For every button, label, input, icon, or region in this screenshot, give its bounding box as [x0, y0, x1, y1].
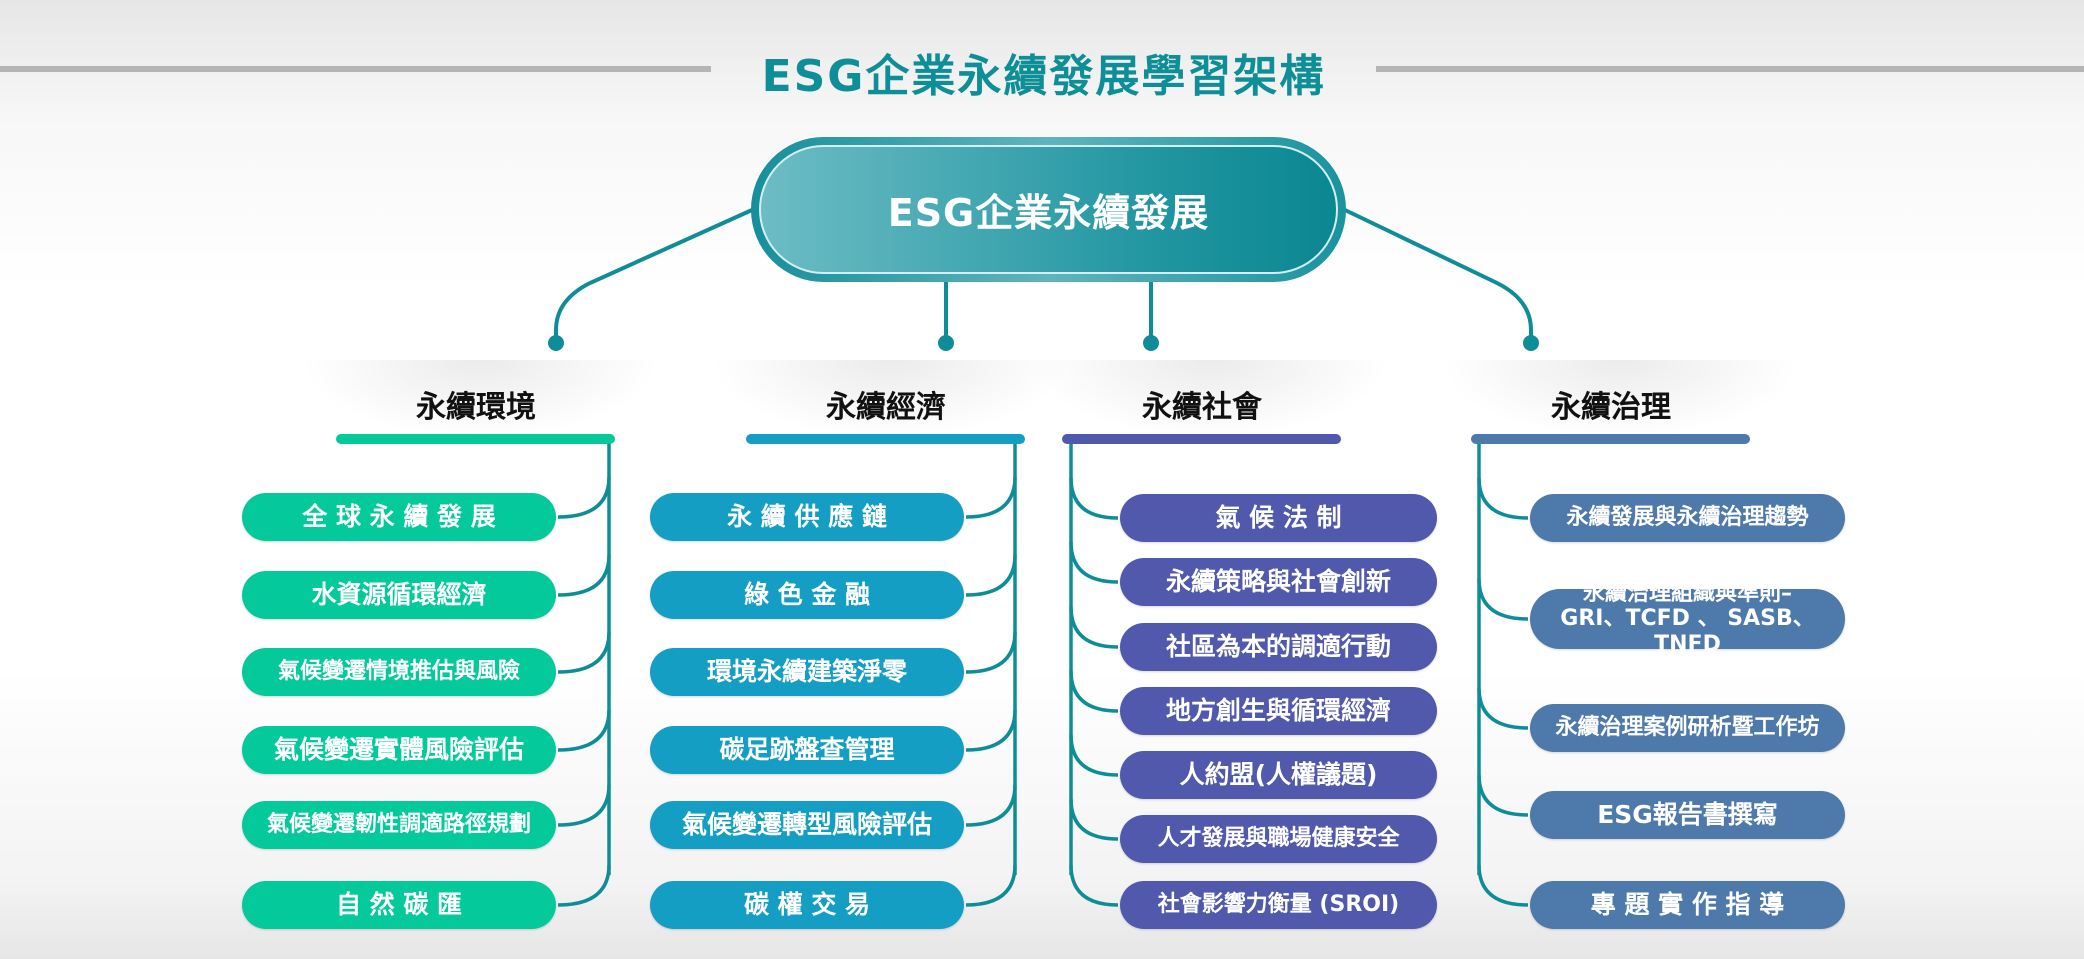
- branch-connector: [557, 631, 611, 674]
- bar-governance: [1471, 434, 1750, 444]
- topic-governance-item: 永續治理案例研析暨工作坊: [1530, 704, 1845, 752]
- branch-connector: [965, 554, 1017, 597]
- heading-shadow: [1440, 360, 1800, 440]
- branch-connector: [965, 784, 1017, 827]
- branch-connector: [557, 709, 611, 752]
- bar-economy: [746, 434, 1025, 444]
- connector-governance: [1344, 208, 1533, 343]
- branch-connector: [557, 784, 611, 827]
- branch-connector: [1069, 541, 1119, 584]
- heading-society: 永續社會: [1142, 390, 1262, 425]
- topic-economy-item: 碳足跡盤查管理: [650, 726, 964, 774]
- central-node-label: ESG企業永續發展: [759, 145, 1338, 274]
- branch-connector: [965, 631, 1017, 674]
- heading-governance: 永續治理: [1551, 390, 1671, 425]
- topic-economy-item: 氣候變遷轉型風險評估: [650, 801, 964, 849]
- node-dot: [938, 335, 954, 351]
- node-dot: [1523, 335, 1539, 351]
- topic-governance-item: ESG報告書撰寫: [1530, 791, 1845, 839]
- heading-shadow: [300, 360, 660, 440]
- heading-shadow: [710, 360, 1070, 440]
- branch-connector: [1069, 864, 1119, 907]
- bar-society: [1062, 434, 1341, 444]
- branch-connector: [965, 709, 1017, 752]
- branch-connector: [965, 864, 1017, 907]
- topic-society-item: 社區為本的調適行動: [1120, 623, 1437, 671]
- topic-society-item: 社會影響力衡量 (SROI): [1120, 881, 1437, 929]
- topic-society-item: 人才發展與職場健康安全: [1120, 815, 1437, 863]
- branch-connector: [1069, 670, 1119, 713]
- node-dot: [1143, 335, 1159, 351]
- heading-environment: 永續環境: [416, 390, 536, 425]
- page-title: ESG企業永續發展學習架構: [761, 51, 1326, 102]
- topic-environment-item: 水資源循環經濟: [242, 571, 556, 619]
- branch-connector: [1477, 477, 1529, 520]
- branch-connector: [1069, 477, 1119, 520]
- topic-society-item: 永續策略與社會創新: [1120, 558, 1437, 606]
- topic-governance-item: 永續發展與永續治理趨勢: [1530, 494, 1845, 542]
- title-rule-right: [1376, 66, 2084, 72]
- heading-shadow: [1030, 360, 1390, 440]
- branch-connector: [965, 476, 1017, 519]
- branch-connector: [1477, 774, 1529, 817]
- branch-connector: [1477, 687, 1529, 730]
- node-dot: [548, 335, 564, 351]
- bar-environment: [336, 434, 615, 444]
- branch-connector: [1477, 578, 1529, 621]
- topic-governance-item: 專 題 實 作 指 導: [1530, 881, 1845, 929]
- branch-connector: [557, 476, 611, 519]
- topic-environment-item: 全 球 永 續 發 展: [242, 493, 556, 541]
- heading-economy: 永續經濟: [826, 390, 946, 425]
- connector-environment: [554, 208, 753, 343]
- branch-connector: [557, 554, 611, 597]
- topic-environment-item: 自 然 碳 匯: [242, 881, 556, 929]
- branch-connector: [1069, 734, 1119, 777]
- branch-connector: [557, 864, 611, 907]
- central-node: ESG企業永續發展: [751, 137, 1346, 282]
- branch-connector: [1069, 798, 1119, 841]
- topic-society-item: 氣 候 法 制: [1120, 494, 1437, 542]
- topic-economy-item: 碳 權 交 易: [650, 881, 964, 929]
- topic-environment-item: 氣候變遷情境推估與風險: [242, 648, 556, 696]
- topic-economy-item: 永 續 供 應 鏈: [650, 493, 964, 541]
- topic-environment-item: 氣候變遷韌性調適路徑規劃: [242, 801, 556, 849]
- topic-society-item: 人約盟(人權議題): [1120, 751, 1437, 799]
- topic-economy-item: 綠 色 金 融: [650, 571, 964, 619]
- topic-economy-item: 環境永續建築淨零: [650, 648, 964, 696]
- title-rule-left: [0, 66, 711, 72]
- branch-connector: [1477, 864, 1529, 907]
- topic-environment-item: 氣候變遷實體風險評估: [242, 726, 556, 774]
- topic-society-item: 地方創生與循環經濟: [1120, 687, 1437, 735]
- branch-connector: [1069, 606, 1119, 649]
- topic-governance-item: 永續治理組織與準則– GRI、TCFD 、 SASB、TNFD: [1530, 581, 1845, 657]
